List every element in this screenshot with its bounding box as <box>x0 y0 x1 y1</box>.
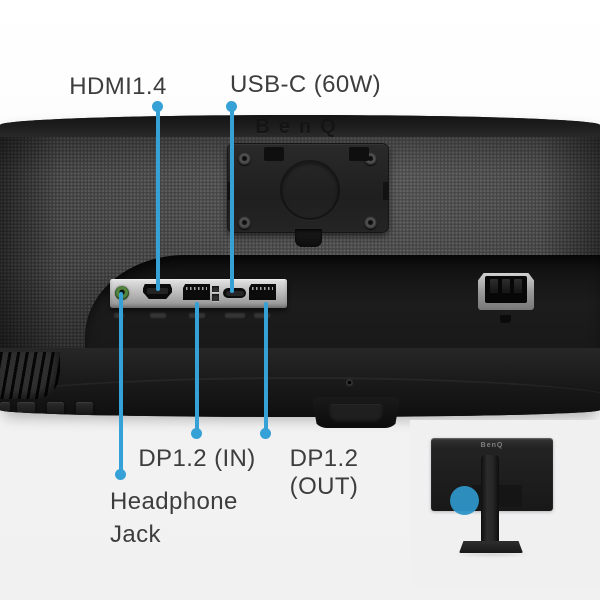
usb-c-port-slot <box>225 290 244 296</box>
headphone-jack-label: Headphone Jack <box>110 485 238 551</box>
inset-monitor-thumbnail: BenQ <box>410 420 600 590</box>
inset-stand-base <box>459 541 523 553</box>
vesa-screw <box>238 152 251 165</box>
osd-button <box>47 402 64 415</box>
dp-in-label: DP1.2 (IN) <box>138 445 256 472</box>
callout-dot-headphone <box>115 469 126 480</box>
benq-logo-embossed: BenQ <box>255 116 345 138</box>
callout-line-headphone <box>119 292 123 474</box>
hdmi-port-slot <box>147 288 168 294</box>
speaker-grille <box>0 352 60 399</box>
callout-dot-dp-in <box>191 428 202 439</box>
chin-screw <box>346 379 353 386</box>
vesa-mount-plate <box>227 143 389 233</box>
callout-line-dp-in <box>195 302 199 433</box>
osd-button <box>17 402 35 415</box>
chin-highlight-curve <box>0 377 600 417</box>
vesa-tab <box>349 147 369 161</box>
usb-c-label: USB-C (60W) <box>229 71 382 98</box>
vesa-tab <box>264 147 284 161</box>
callout-line-usb-c <box>230 106 234 293</box>
headphone-label-line2: Jack <box>110 521 161 548</box>
callout-dot-hdmi <box>152 101 163 112</box>
ac-pin <box>502 279 510 292</box>
ac-power-inlet <box>478 273 534 310</box>
ac-power-opening <box>485 276 527 303</box>
inset-benq-logo: BenQ <box>480 442 504 449</box>
io-port-panel <box>110 279 287 308</box>
vesa-screw <box>238 216 251 229</box>
monitor-rear-photo: BenQ <box>0 115 600 417</box>
cable-hook-notch <box>329 404 383 423</box>
usb-c-port <box>223 288 246 298</box>
vesa-screw <box>364 216 377 229</box>
ac-pin <box>514 279 522 292</box>
hdmi-label: HDMI1.4 <box>69 73 167 100</box>
panel-square-hole <box>212 294 219 301</box>
panel-square-hole <box>212 286 219 292</box>
inset-stand-shadow <box>452 552 532 557</box>
dp-out-port-pins <box>252 287 273 290</box>
osd-button <box>76 402 93 415</box>
headphone-label-line1: Headphone <box>110 488 238 515</box>
port-label-print <box>254 313 270 318</box>
dp-out-label: DP1.2 (OUT) <box>289 445 359 500</box>
vesa-circle-impression <box>280 160 340 220</box>
ac-power-tab <box>500 315 511 323</box>
inset-port-highlight-circle <box>450 486 479 515</box>
vesa-notch <box>383 182 389 200</box>
cable-hook <box>312 397 400 428</box>
inset-stand-arm <box>481 455 499 543</box>
hdmi-port <box>143 284 172 299</box>
inset-monitor-rear: BenQ <box>431 438 553 543</box>
stand-release-tab <box>295 229 322 247</box>
dp-in-port <box>183 284 210 300</box>
monitor-top-edge <box>0 115 600 139</box>
ac-pin <box>490 279 498 292</box>
dp-in-port-pins <box>186 287 207 290</box>
callout-line-hdmi <box>156 106 160 291</box>
osd-button <box>0 402 10 415</box>
callout-dot-usb-c <box>226 101 237 112</box>
callout-line-dp-out <box>264 302 268 433</box>
dp-out-port <box>249 284 276 300</box>
port-label-print <box>150 313 166 318</box>
port-label-print <box>225 313 245 318</box>
callout-dot-dp-out <box>260 428 271 439</box>
